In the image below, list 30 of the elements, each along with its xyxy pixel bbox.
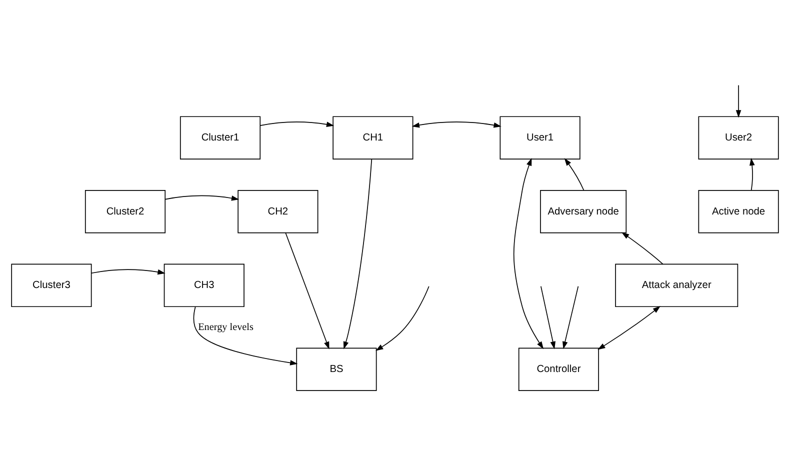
arrow — [540, 286, 556, 350]
node-box: CH3 — [164, 264, 244, 308]
node-box: Controller — [518, 348, 599, 392]
node-box: User2 — [698, 116, 779, 160]
node-box: Active node — [698, 190, 779, 234]
arrow — [376, 286, 430, 351]
arrow — [260, 122, 334, 128]
arrow — [736, 84, 742, 118]
arrow — [749, 158, 755, 191]
node-box: CH1 — [332, 116, 414, 160]
node-box: Cluster3 — [11, 264, 92, 308]
arrow — [343, 158, 372, 350]
node-box: Cluster2 — [84, 190, 166, 234]
arrow — [562, 286, 579, 350]
node-box: Adversary node — [540, 190, 627, 234]
arrow — [193, 306, 298, 366]
arrow — [622, 232, 664, 264]
arrow — [598, 306, 660, 350]
node-box: Cluster1 — [180, 116, 261, 160]
arrow — [164, 195, 240, 201]
arrow — [513, 158, 544, 350]
node-box: User1 — [500, 116, 580, 160]
arrow — [91, 269, 166, 275]
arrow — [564, 158, 584, 191]
arrow — [412, 122, 502, 128]
node-box: CH2 — [238, 190, 318, 234]
node-box: Attack analyzer — [615, 264, 738, 308]
arrow — [285, 232, 330, 350]
edge-label: Energy levels — [198, 322, 254, 334]
node-box: BS — [296, 348, 377, 392]
